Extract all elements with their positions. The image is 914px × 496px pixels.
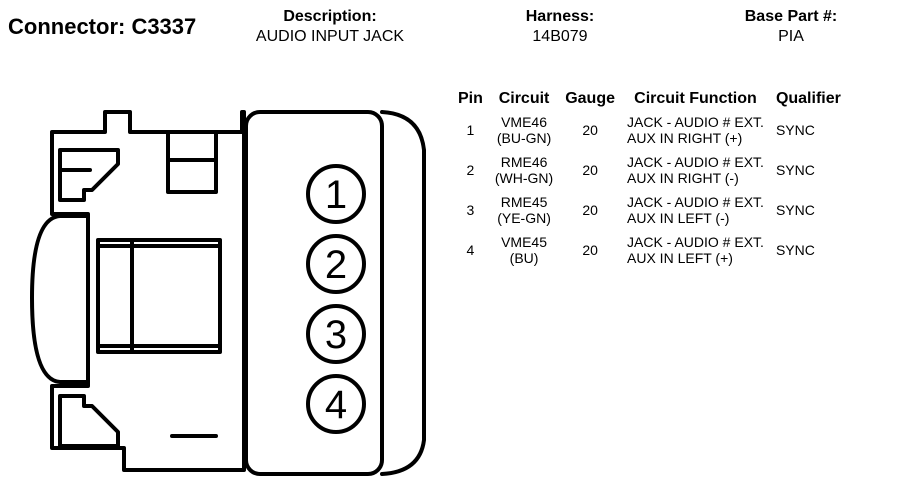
pin-number: 4 <box>466 242 475 258</box>
connector-title: Connector: C3337 <box>8 14 197 39</box>
cavity-slot <box>96 238 222 354</box>
table-row: 2 RME46(WH-GN) 20 JACK - AUDIO # EXT.AUX… <box>452 150 847 190</box>
base-part-block: Base Part #: PIA <box>726 8 856 48</box>
harness-block: Harness: 14B079 <box>500 8 620 48</box>
function-line: AUX IN RIGHT (-) <box>627 170 739 186</box>
table-row: 1 VME46(BU-GN) 20 JACK - AUDIO # EXT.AUX… <box>452 110 847 150</box>
function-cell: JACK - AUDIO # EXT.AUX IN RIGHT (+) <box>621 110 770 150</box>
base-part-value: PIA <box>778 28 804 45</box>
pinout-table: Pin Circuit Gauge Circuit Function Quali… <box>452 88 847 270</box>
description-label: Description: <box>283 8 377 25</box>
pin-cavity-3 <box>306 304 366 364</box>
harness-value: 14B079 <box>532 28 588 45</box>
function-line: AUX IN LEFT (+) <box>627 250 733 266</box>
harness-label: Harness: <box>525 8 595 25</box>
qualifier-cell: SYNC <box>775 122 815 138</box>
pin-face <box>244 110 384 476</box>
table-row: 3 RME45(YE-GN) 20 JACK - AUDIO # EXT.AUX… <box>452 190 847 230</box>
column-header-qualifier: Qualifier <box>775 90 841 107</box>
table-row: 4 VME45(BU) 20 JACK - AUDIO # EXT.AUX IN… <box>452 230 847 270</box>
pin-cavity-label: 2 <box>325 243 347 287</box>
pin-cavity-1 <box>306 164 366 224</box>
pin-cavity-label: 3 <box>325 313 347 357</box>
pin-number: 1 <box>466 122 475 138</box>
column-header-gauge: Gauge <box>565 90 615 107</box>
circuit-color: (YE-GN) <box>497 210 551 226</box>
connector-face-drawing: 1 2 3 4 <box>30 110 426 476</box>
column-header-pin: Pin <box>458 90 483 107</box>
circuit-cell: VME46(BU-GN) <box>489 110 559 150</box>
qualifier-cell: SYNC <box>775 162 815 178</box>
function-cell: JACK - AUDIO # EXT.AUX IN LEFT (+) <box>621 230 770 270</box>
function-cell: JACK - AUDIO # EXT.AUX IN LEFT (-) <box>621 190 770 230</box>
column-header-circuit: Circuit <box>498 90 550 107</box>
qualifier-cell: SYNC <box>775 242 815 258</box>
circuit-color: (WH-GN) <box>494 170 554 186</box>
description-value: AUDIO INPUT JACK <box>255 28 405 45</box>
circuit-name: RME45 <box>500 194 548 210</box>
pin-number: 3 <box>466 202 475 218</box>
circuit-cell: RME46(WH-GN) <box>489 150 559 190</box>
circuit-cell: RME45(YE-GN) <box>489 190 559 230</box>
gauge-cell: 20 <box>582 242 598 258</box>
function-line: JACK - AUDIO # EXT. <box>627 194 764 210</box>
connector-body-left <box>50 110 246 472</box>
table-header-row: Pin Circuit Gauge Circuit Function Quali… <box>452 88 847 110</box>
pin-cavity-2 <box>306 234 366 294</box>
circuit-color: (BU-GN) <box>496 130 552 146</box>
function-line: JACK - AUDIO # EXT. <box>627 234 764 250</box>
column-header-function: Circuit Function <box>634 90 757 107</box>
gauge-cell: 20 <box>582 162 598 178</box>
circuit-color: (BU) <box>509 250 539 266</box>
description-block: Description: AUDIO INPUT JACK <box>240 8 420 48</box>
pin-cavity-4 <box>306 374 366 434</box>
pin-cavity-label: 1 <box>325 173 347 217</box>
body-notch-bottom <box>58 394 120 448</box>
base-part-label: Base Part #: <box>744 8 838 25</box>
gauge-cell: 20 <box>582 202 598 218</box>
qualifier-cell: SYNC <box>775 202 815 218</box>
body-notch-top <box>58 148 120 202</box>
circuit-name: RME46 <box>500 154 548 170</box>
circuit-cell: VME45(BU) <box>489 230 559 270</box>
circuit-name: VME46 <box>501 114 547 130</box>
pin-cavity-label: 4 <box>325 383 347 427</box>
function-line: JACK - AUDIO # EXT. <box>627 154 764 170</box>
function-cell: JACK - AUDIO # EXT.AUX IN RIGHT (-) <box>621 150 770 190</box>
pin-number: 2 <box>466 162 475 178</box>
connector-cap-right <box>380 110 426 476</box>
function-line: JACK - AUDIO # EXT. <box>627 114 764 130</box>
function-line: AUX IN RIGHT (+) <box>627 130 743 146</box>
latch-bump <box>30 214 90 384</box>
function-line: AUX IN LEFT (-) <box>627 210 730 226</box>
circuit-name: VME45 <box>501 234 547 250</box>
gauge-cell: 20 <box>582 122 598 138</box>
